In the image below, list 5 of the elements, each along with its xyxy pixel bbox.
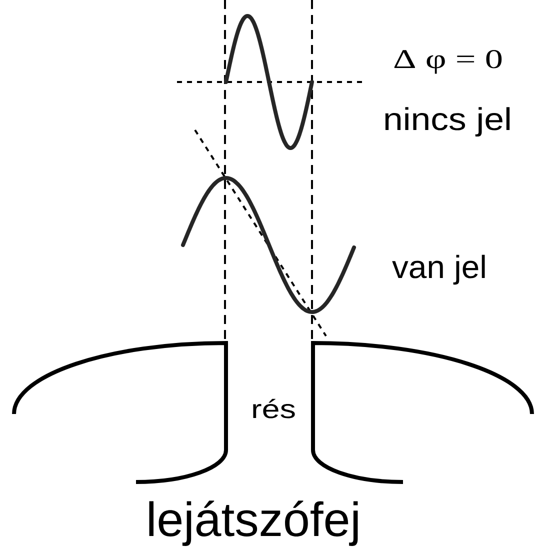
equation-label: Δ φ = 0	[394, 50, 502, 74]
text-label: van jel	[392, 254, 485, 285]
text-label: nincs jel	[385, 107, 510, 137]
text-label: rés	[253, 398, 295, 418]
text-label: lejátszófej	[149, 500, 358, 546]
